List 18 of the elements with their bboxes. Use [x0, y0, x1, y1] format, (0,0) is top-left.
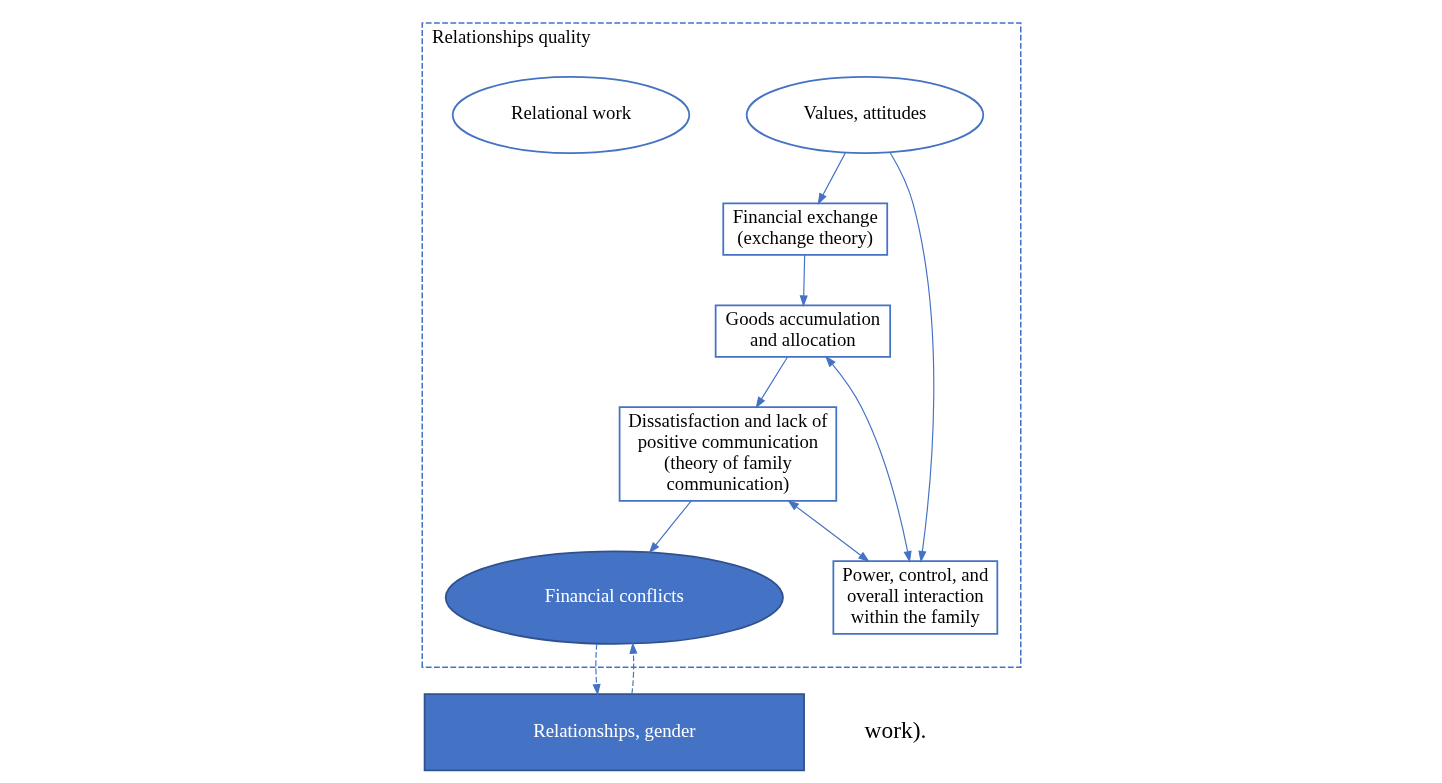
arrow: [824, 355, 912, 563]
node-ellipse: Relational work: [451, 75, 690, 154]
node-ellipse: Financial conflicts: [444, 549, 784, 645]
node-ellipse: Values, attitudes: [745, 75, 984, 154]
node-box: Power, control, and overall interaction within the family: [831, 559, 998, 635]
node-box: Dissatisfaction and lack of positive communication (theory of family communication): [618, 405, 837, 502]
arrow: [628, 641, 637, 695]
node-box: Financial exchange (exchange theory): [721, 202, 888, 256]
arrow: [888, 151, 934, 563]
arrow: [648, 500, 692, 554]
node-box: Relationships, gender: [423, 692, 805, 771]
arrow: [817, 151, 846, 205]
label: work).: [864, 716, 926, 743]
arrow: [755, 356, 788, 408]
arrow: [786, 499, 870, 562]
node-box: Goods accumulation and allocation: [714, 303, 891, 358]
arrow: [799, 253, 808, 307]
arrow: [592, 642, 601, 696]
